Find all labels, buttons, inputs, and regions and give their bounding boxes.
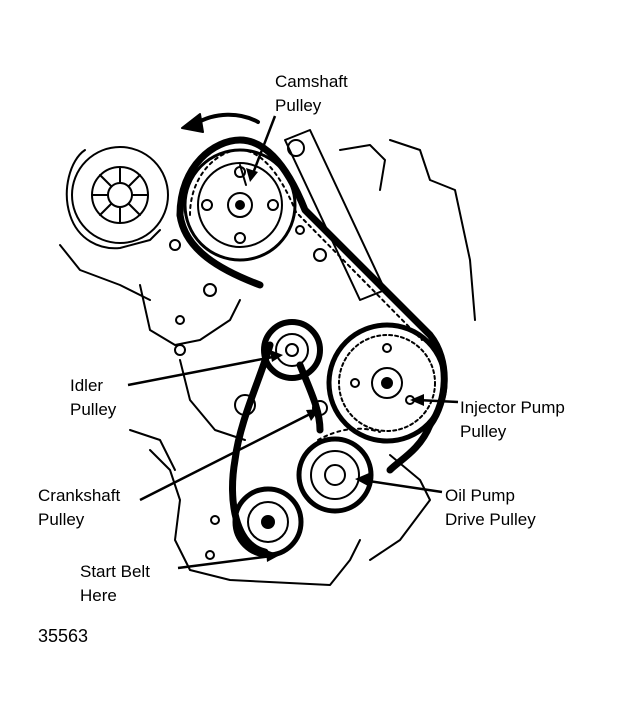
injector-pump-pulley-label: Injector Pump Pulley bbox=[460, 396, 565, 444]
crankshaft-label-line2: Pulley bbox=[38, 510, 85, 529]
engine-block-outline bbox=[59, 139, 476, 586]
idler-label-line2: Pulley bbox=[70, 400, 117, 419]
leader-start-belt bbox=[177, 554, 273, 570]
fan-housing bbox=[71, 146, 169, 244]
idler-label-line1: Idler bbox=[70, 376, 104, 395]
idler-pulley-label: Idler Pulley bbox=[70, 374, 116, 422]
start-belt-label-line1: Start Belt bbox=[80, 562, 150, 581]
injector-pump-pulley bbox=[326, 322, 448, 444]
camshaft-pulley bbox=[183, 148, 297, 262]
leader-camshaft bbox=[250, 115, 277, 177]
leader-crankshaft bbox=[139, 410, 315, 502]
figure-number: 35563 bbox=[38, 626, 89, 646]
oil-pump-drive-pulley bbox=[296, 436, 374, 514]
crankshaft-pulley-label: Crankshaft Pulley bbox=[38, 484, 120, 532]
idler-pulley bbox=[261, 319, 323, 381]
rotation-arrow-icon bbox=[181, 112, 260, 133]
oil-pump-label-line2: Drive Pulley bbox=[445, 510, 536, 529]
leader-arrowheads bbox=[246, 168, 424, 562]
camshaft-label-line2: Pulley bbox=[275, 96, 322, 115]
start-belt-label: Start Belt Here bbox=[80, 560, 150, 608]
oil-pump-drive-pulley-label: Oil Pump Drive Pulley bbox=[445, 484, 536, 532]
crankshaft-pulley bbox=[232, 400, 328, 558]
leader-idler bbox=[127, 354, 279, 387]
engine-bolts bbox=[169, 225, 327, 560]
leader-oil-pump bbox=[361, 478, 443, 494]
crankshaft-label-line1: Crankshaft bbox=[38, 486, 121, 505]
start-belt-label-line2: Here bbox=[80, 586, 117, 605]
injector-label-line1: Injector Pump bbox=[460, 398, 565, 417]
camshaft-label-line1: Camshaft bbox=[275, 72, 348, 91]
oil-pump-label-line1: Oil Pump bbox=[445, 486, 515, 505]
camshaft-pulley-label: Camshaft Pulley bbox=[275, 70, 348, 118]
injector-label-line2: Pulley bbox=[460, 422, 507, 441]
timing-belt bbox=[176, 136, 448, 556]
